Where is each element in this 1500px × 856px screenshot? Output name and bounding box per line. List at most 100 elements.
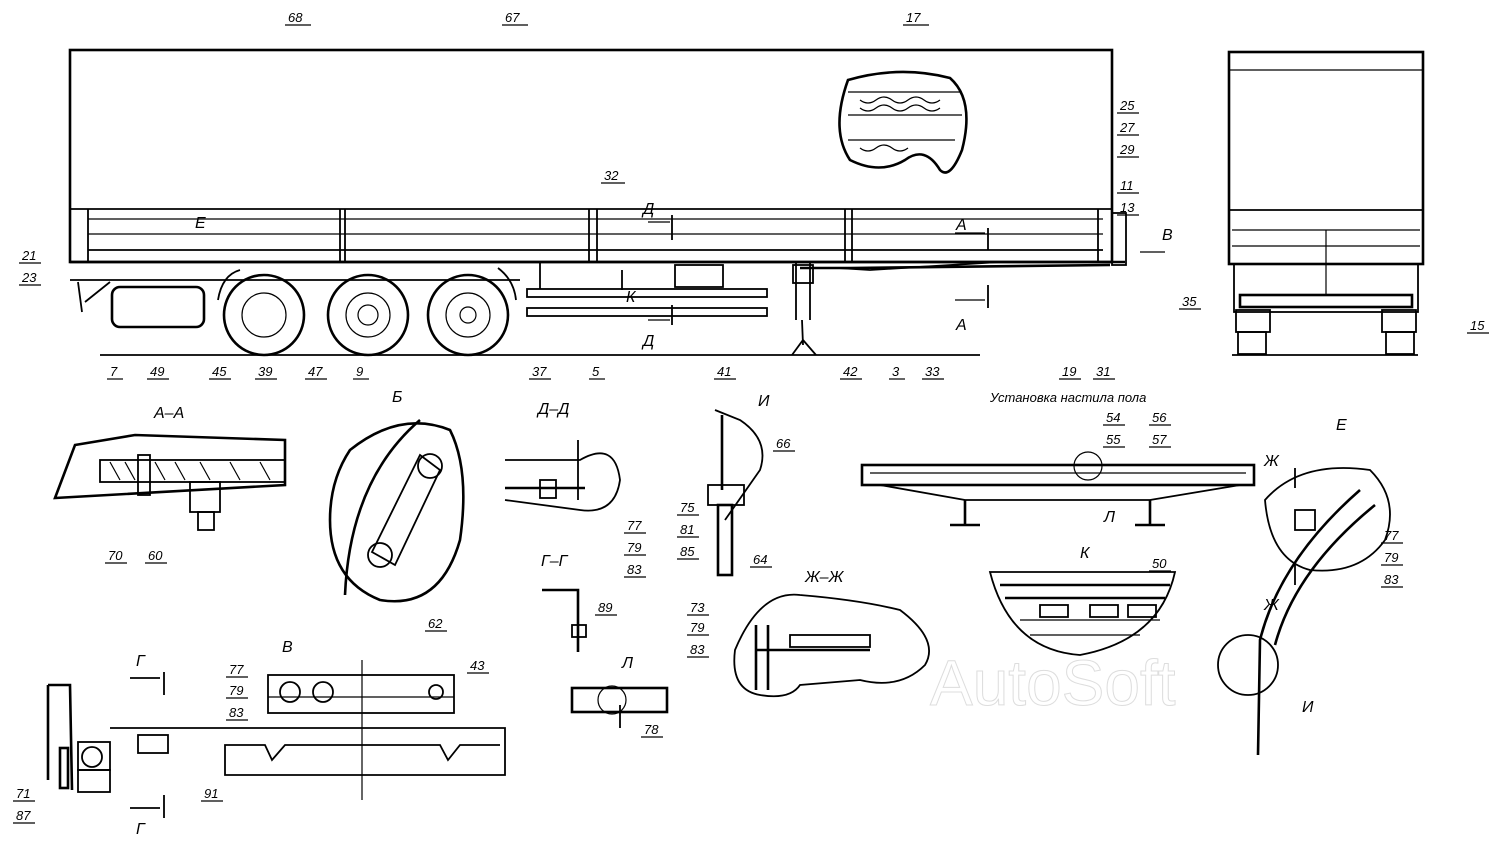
callout-c85: 85 xyxy=(680,544,695,559)
callout-c15: 15 xyxy=(1470,318,1485,333)
detail-k xyxy=(988,571,1177,656)
callout-c91: 91 xyxy=(204,786,218,801)
section-marker-g_bot: Г xyxy=(136,821,146,838)
wheels xyxy=(217,267,517,357)
callout-c25: 25 xyxy=(1119,98,1135,113)
callout-c13: 13 xyxy=(1120,200,1135,215)
callout-c47: 47 xyxy=(308,364,323,379)
callout-c62: 62 xyxy=(428,616,443,631)
detail-i xyxy=(707,409,764,577)
callout-c77a: 77 xyxy=(627,518,642,533)
callout-c78: 78 xyxy=(644,722,659,737)
section-d-d xyxy=(504,440,621,512)
section-a-a xyxy=(53,433,287,531)
callout-c89: 89 xyxy=(598,600,612,615)
view-heading-b: Б xyxy=(392,389,402,406)
callout-c67: 67 xyxy=(505,10,520,25)
detail-e xyxy=(1217,467,1391,756)
callout-c79b: 79 xyxy=(1384,550,1398,565)
view-heading-zhzh: Ж–Ж xyxy=(804,569,845,586)
callout-c39: 39 xyxy=(258,364,272,379)
section-marker-d_top: Д xyxy=(641,201,654,218)
callout-c83b: 83 xyxy=(1384,572,1399,587)
callout-c83c: 83 xyxy=(690,642,705,657)
callout-c79d: 79 xyxy=(229,683,243,698)
section-marker-a_top: А xyxy=(955,217,967,234)
callout-c5: 5 xyxy=(592,364,600,379)
section-marker-d_bot: Д xyxy=(641,333,654,350)
view-heading-l: Л xyxy=(621,655,633,672)
callout-c55: 55 xyxy=(1106,432,1121,447)
callout-c29: 29 xyxy=(1119,142,1134,157)
fuel-tank xyxy=(110,285,206,329)
section-marker-k_arrow: К xyxy=(626,289,637,306)
watermark: AutoSoft xyxy=(930,647,1176,719)
callout-c75: 75 xyxy=(680,500,695,515)
section-title: Установка настила пола xyxy=(989,390,1146,405)
detail-v xyxy=(46,660,506,818)
callout-c79a: 79 xyxy=(627,540,641,555)
section-zh-zh xyxy=(733,593,930,698)
trailer-rear-view xyxy=(1227,50,1425,356)
callout-c19: 19 xyxy=(1062,364,1076,379)
view-heading-gg: Г–Г xyxy=(541,553,569,570)
callout-c9: 9 xyxy=(356,364,363,379)
view-heading-k: К xyxy=(1080,545,1091,562)
callout-c37: 37 xyxy=(532,364,547,379)
callout-c31: 31 xyxy=(1096,364,1110,379)
callout-c81: 81 xyxy=(680,522,694,537)
view-heading-e: Е xyxy=(1336,417,1347,434)
floor-installation xyxy=(860,451,1256,527)
view-heading-dd: Д–Д xyxy=(536,401,569,418)
section-marker-zh_top: Ж xyxy=(1263,453,1280,470)
view-heading-i: И xyxy=(758,393,770,410)
section-marker-i_e: И xyxy=(1302,699,1314,716)
callout-c3: 3 xyxy=(892,364,900,379)
callout-c49: 49 xyxy=(150,364,164,379)
callout-c66: 66 xyxy=(776,436,791,451)
callout-c35: 35 xyxy=(1182,294,1197,309)
callout-c43: 43 xyxy=(470,658,485,673)
callout-c83a: 83 xyxy=(627,562,642,577)
callout-c77c: 77 xyxy=(229,662,244,677)
callout-c7: 7 xyxy=(110,364,118,379)
section-marker-l_floor: Л xyxy=(1103,509,1115,526)
callout-c70: 70 xyxy=(108,548,123,563)
view-heading-v: В xyxy=(282,639,293,656)
section-marker-g_top: Г xyxy=(136,653,146,670)
callout-c50: 50 xyxy=(1152,556,1167,571)
callout-c60: 60 xyxy=(148,548,163,563)
spare-wheel-holder xyxy=(674,264,724,288)
section-marker-zh_bot: Ж xyxy=(1263,597,1280,614)
callout-c11: 11 xyxy=(1120,178,1134,193)
callout-c45: 45 xyxy=(212,364,227,379)
callout-c77b: 77 xyxy=(1384,528,1399,543)
callout-c27: 27 xyxy=(1119,120,1135,135)
section-g-g xyxy=(542,588,587,652)
detail-l xyxy=(570,685,669,728)
callout-c56: 56 xyxy=(1152,410,1167,425)
callout-c87: 87 xyxy=(16,808,31,823)
callout-c54: 54 xyxy=(1106,410,1120,425)
callout-c83d: 83 xyxy=(229,705,244,720)
callout-c64: 64 xyxy=(753,552,767,567)
detail-b xyxy=(328,419,465,603)
callout-c57: 57 xyxy=(1152,432,1167,447)
callout-c42: 42 xyxy=(843,364,858,379)
trailer-side-view xyxy=(68,48,1165,357)
callout-c32: 32 xyxy=(604,168,619,183)
callout-c68: 68 xyxy=(288,10,303,25)
view-heading-aa: А–А xyxy=(153,405,184,422)
callout-c17: 17 xyxy=(906,10,921,25)
callout-c71: 71 xyxy=(16,786,30,801)
callout-c23: 23 xyxy=(21,270,37,285)
section-marker-a_bot: А xyxy=(955,317,967,334)
callout-c73: 73 xyxy=(690,600,705,615)
callout-c79c: 79 xyxy=(690,620,704,635)
section-marker-e_main: Е xyxy=(195,215,206,232)
section-marker-v_arrow: В xyxy=(1162,227,1173,244)
callout-c41: 41 xyxy=(717,364,731,379)
callout-c21: 21 xyxy=(21,248,36,263)
